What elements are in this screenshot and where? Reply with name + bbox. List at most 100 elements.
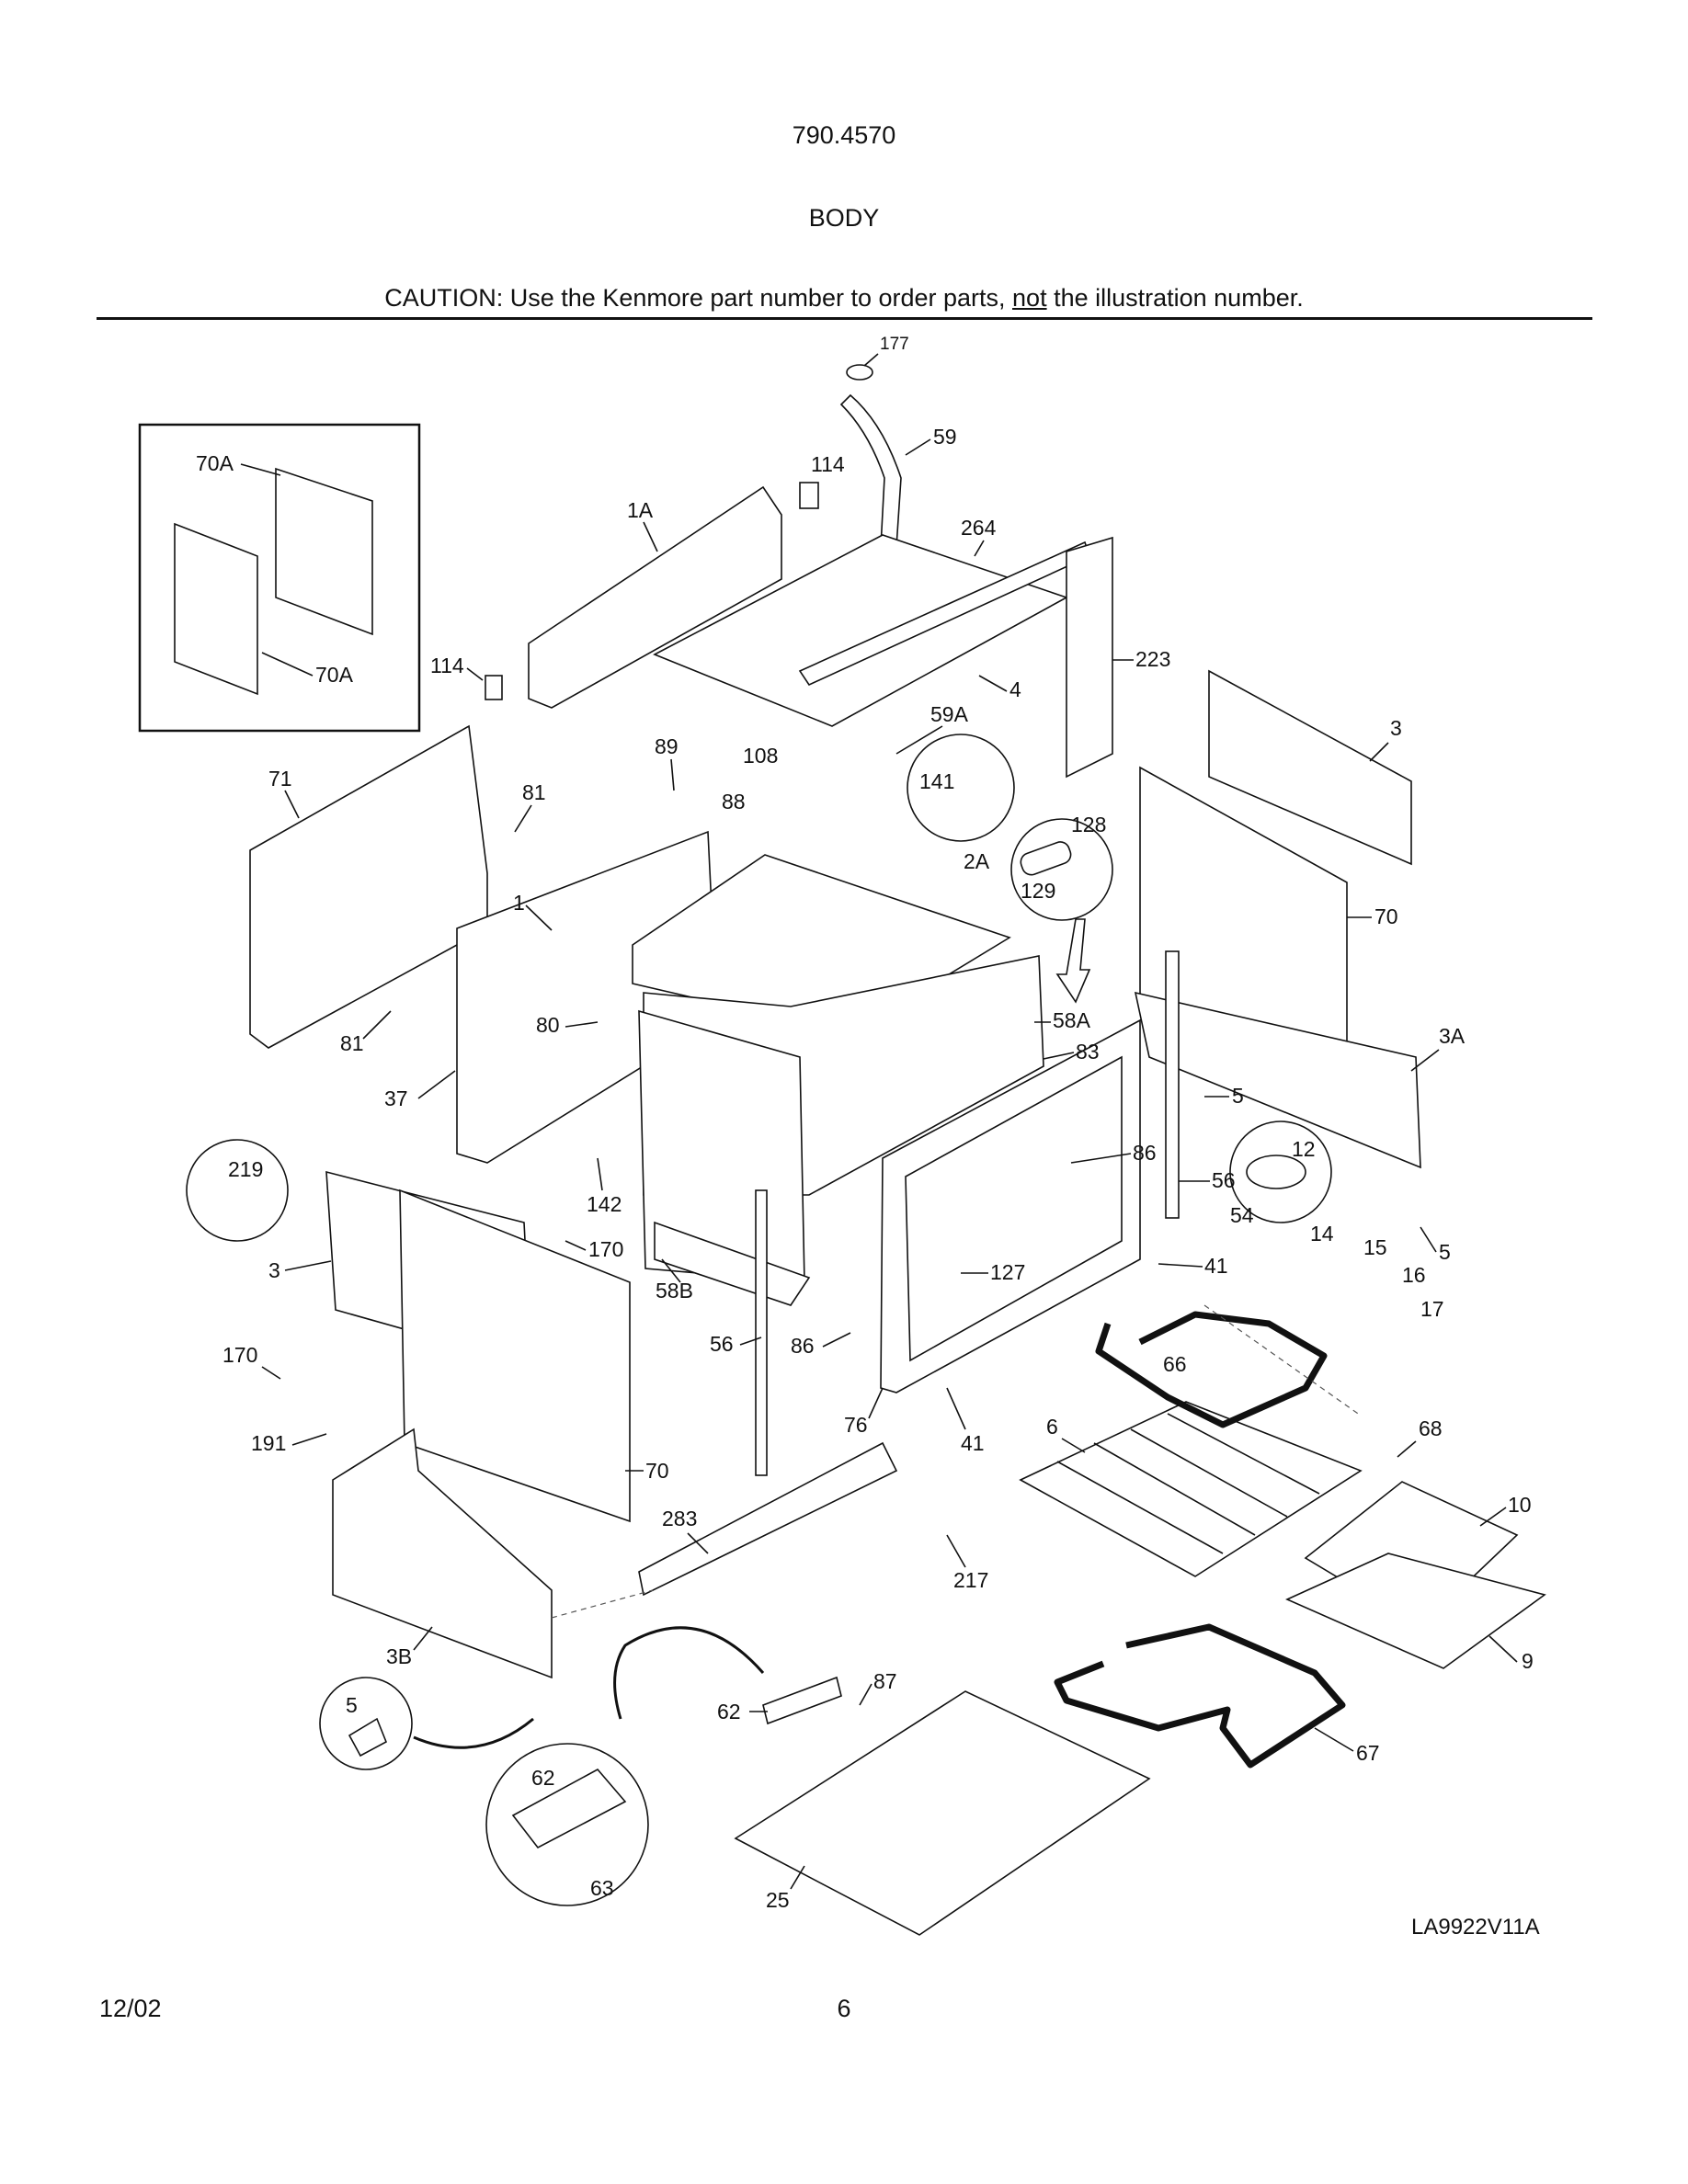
- label-12: 12: [1292, 1137, 1316, 1161]
- label-3: 3: [268, 1258, 280, 1282]
- label-66: 66: [1163, 1352, 1187, 1376]
- label-83: 83: [1076, 1040, 1100, 1064]
- label-1A: 1A: [627, 498, 654, 522]
- label-70A: 70A: [315, 663, 354, 687]
- label-67: 67: [1356, 1741, 1380, 1765]
- label-114: 114: [430, 654, 464, 677]
- page-number: 6: [837, 1995, 851, 2022]
- detail-circle-219: [186, 1139, 289, 1242]
- arrow-detail-62: [613, 1626, 765, 1720]
- label-128: 128: [1071, 813, 1106, 836]
- label-86: 86: [791, 1334, 815, 1358]
- label-3A: 3A: [1439, 1024, 1466, 1048]
- footer-date: 12/02: [99, 1995, 162, 2022]
- label-14: 14: [1310, 1222, 1334, 1246]
- label-62: 62: [717, 1700, 741, 1723]
- detail-circle-5: [319, 1677, 413, 1770]
- arrow-detail-5: [413, 1717, 534, 1749]
- part-76-door-frame: [880, 1018, 1141, 1393]
- label-217: 217: [953, 1568, 988, 1592]
- alignment-line: [1203, 1304, 1362, 1416]
- label-9: 9: [1522, 1649, 1534, 1673]
- label-3: 3: [1390, 716, 1402, 740]
- label-68: 68: [1419, 1416, 1443, 1440]
- label-81: 81: [522, 780, 546, 804]
- label-5: 5: [346, 1693, 358, 1717]
- header-rule: [97, 317, 1592, 320]
- label-70: 70: [645, 1459, 669, 1483]
- label-71: 71: [268, 767, 292, 791]
- vent-duct-parts: [839, 364, 902, 548]
- label-56: 56: [710, 1332, 734, 1356]
- label-54: 54: [1230, 1203, 1254, 1227]
- part-70-lower-panel: [399, 1189, 631, 1523]
- label-56: 56: [1212, 1168, 1236, 1192]
- label-58B: 58B: [656, 1279, 693, 1302]
- detail-circle-62: [485, 1743, 649, 1906]
- inset-box-70A: [138, 423, 421, 733]
- alignment-line: [551, 1589, 654, 1619]
- part-3A-panel: [1134, 991, 1421, 1169]
- label-25: 25: [766, 1888, 790, 1912]
- label-41: 41: [961, 1431, 985, 1455]
- label-177: 177: [880, 335, 909, 354]
- caution-text: CAUTION: Use the Kenmore part number to …: [384, 284, 1013, 312]
- label-6: 6: [1046, 1415, 1058, 1439]
- label-59: 59: [933, 425, 957, 449]
- label-59A: 59A: [930, 702, 969, 726]
- part-56-strip-b: [1165, 950, 1180, 1219]
- part-25-bottom-panel: [734, 1690, 1151, 1936]
- label-141: 141: [919, 769, 954, 793]
- label-2A: 2A: [964, 849, 990, 873]
- label-142: 142: [587, 1192, 622, 1216]
- part-114-spacer-b: [485, 675, 503, 700]
- part-283-rail: [638, 1441, 898, 1597]
- part-1-frame: [456, 830, 718, 1164]
- label-219: 219: [228, 1157, 263, 1181]
- part-114-spacer-a: [799, 482, 819, 509]
- part-66-broil-element: [1095, 1311, 1328, 1428]
- detail-circle-12: [1229, 1120, 1332, 1223]
- label-58A: 58A: [1053, 1008, 1091, 1032]
- label-89: 89: [655, 734, 679, 758]
- part-3-rear-panel: [1208, 669, 1412, 866]
- part-223-post: [1066, 536, 1113, 779]
- label-5: 5: [1439, 1240, 1451, 1264]
- caution-text-end: the illustration number.: [1046, 284, 1304, 312]
- diagram-code: LA9922V11A: [1411, 1915, 1540, 1939]
- label-63: 63: [590, 1876, 614, 1900]
- label-88: 88: [722, 790, 746, 813]
- part-labels: 177 59 114 1A 264 70A 70A 114 223 4 59A …: [196, 335, 1534, 1912]
- label-5: 5: [1232, 1084, 1244, 1108]
- label-170: 170: [222, 1343, 257, 1367]
- label-1: 1: [513, 891, 525, 915]
- label-80: 80: [536, 1013, 560, 1037]
- label-87: 87: [873, 1669, 897, 1693]
- label-129: 129: [1021, 879, 1055, 903]
- label-283: 283: [662, 1507, 697, 1530]
- label-127: 127: [990, 1260, 1025, 1284]
- label-3B: 3B: [386, 1644, 412, 1668]
- part-9-broiler-pan: [1285, 1553, 1546, 1669]
- label-62: 62: [531, 1766, 555, 1790]
- label-17: 17: [1420, 1297, 1444, 1321]
- part-1A-panel: [528, 485, 782, 709]
- label-264: 264: [961, 516, 997, 540]
- label-10: 10: [1508, 1493, 1532, 1517]
- label-16: 16: [1402, 1263, 1426, 1287]
- label-81: 81: [340, 1031, 364, 1055]
- label-70A: 70A: [196, 451, 234, 475]
- part-3B-frame: [332, 1428, 553, 1679]
- part-56-strip-a: [755, 1189, 768, 1476]
- arrow-detail-128: [1055, 918, 1091, 1004]
- caution-notice: CAUTION: Use the Kenmore part number to …: [0, 284, 1688, 313]
- label-223: 223: [1135, 647, 1170, 671]
- detail-circle-141: [907, 734, 1015, 842]
- label-114: 114: [811, 452, 845, 476]
- part-67-bake-element: [1054, 1623, 1346, 1769]
- label-76: 76: [844, 1413, 868, 1437]
- section-title: BODY: [808, 204, 880, 232]
- label-37: 37: [384, 1086, 408, 1110]
- label-15: 15: [1363, 1235, 1387, 1259]
